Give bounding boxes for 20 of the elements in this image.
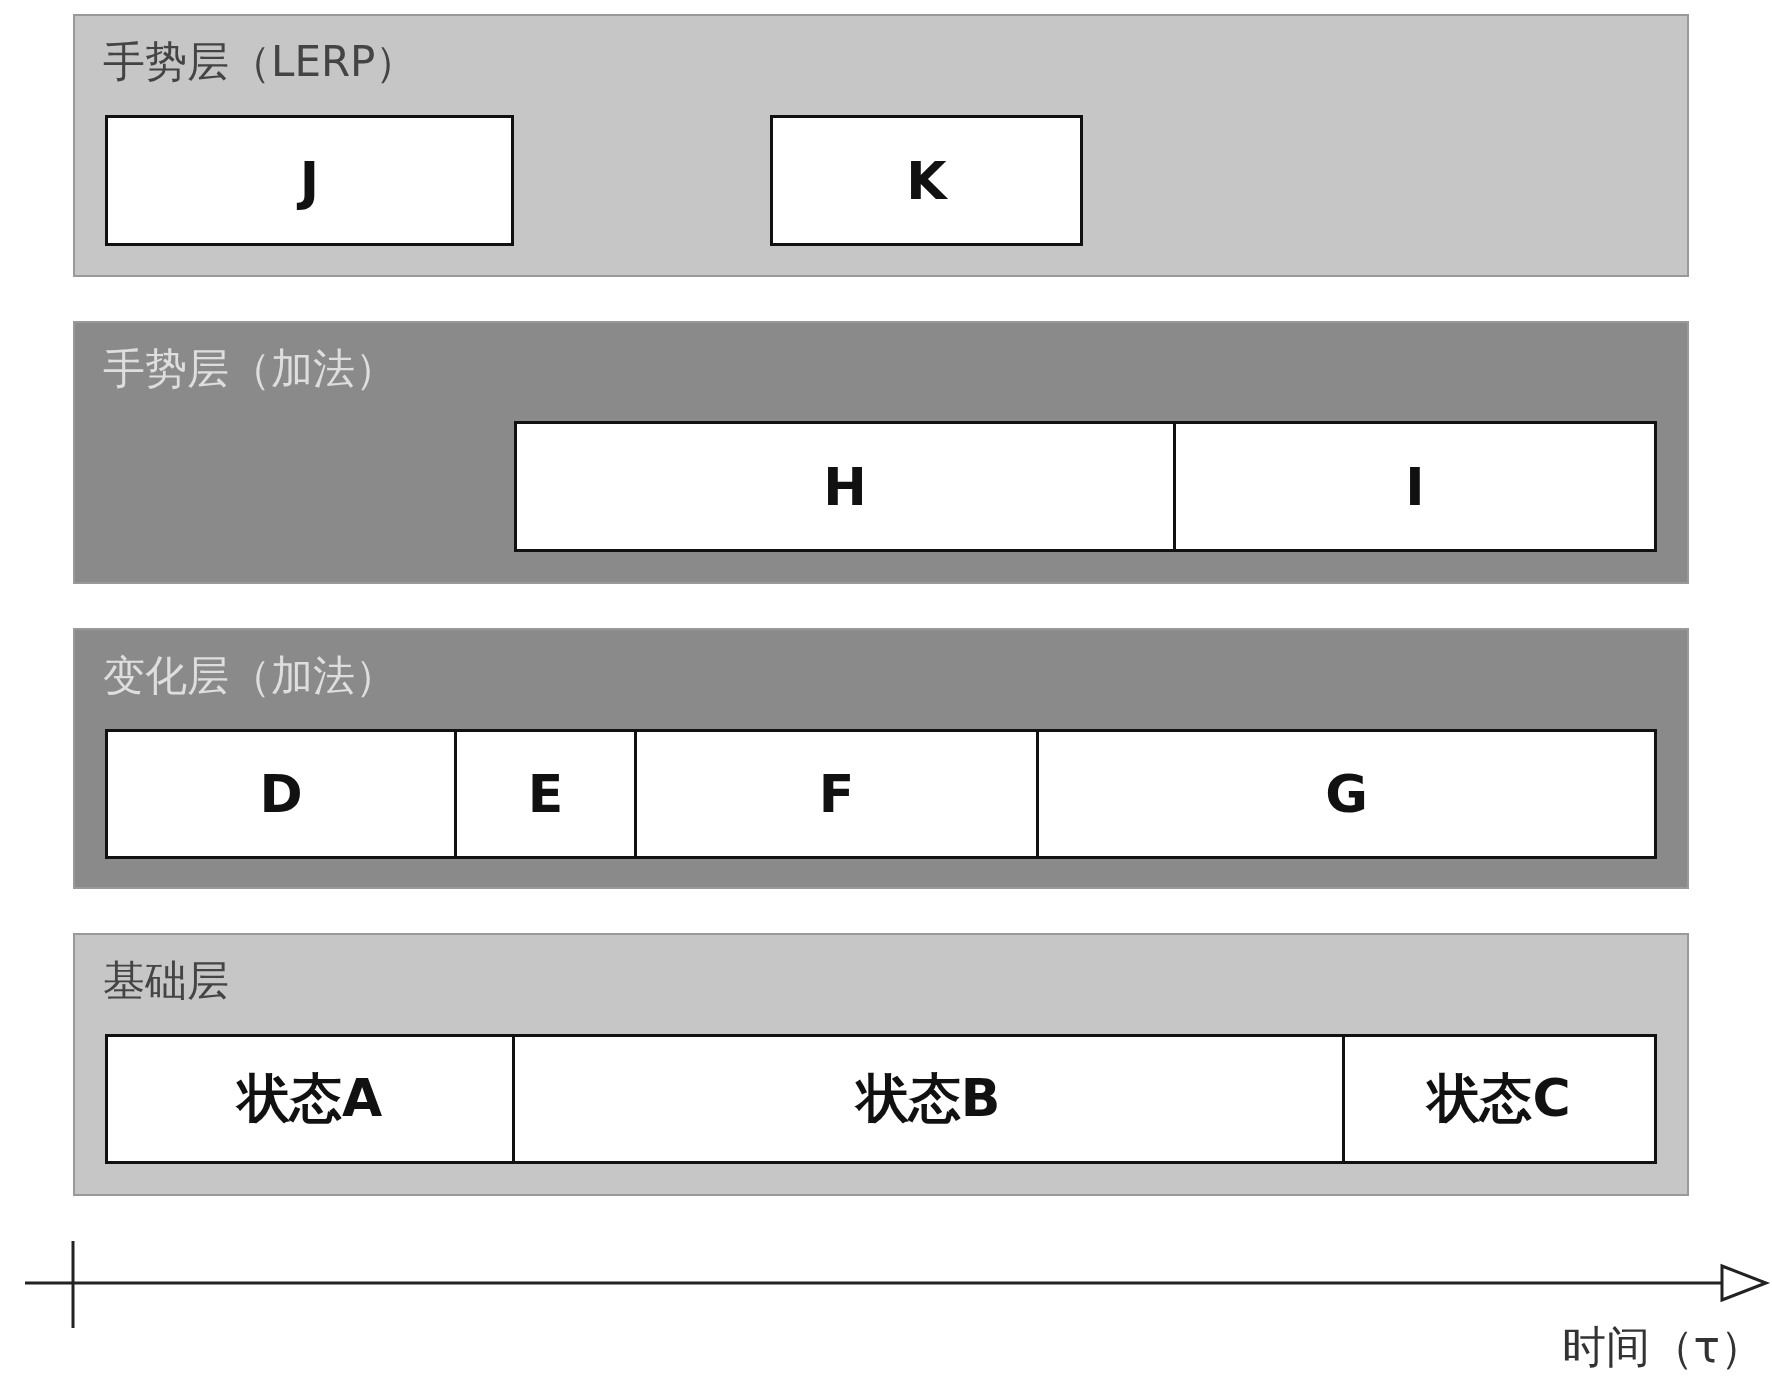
segment-box: G <box>1036 729 1657 859</box>
segment-box: H <box>514 421 1176 552</box>
segment-box: F <box>634 729 1039 859</box>
segment-box: D <box>105 729 457 859</box>
axis-label: 时间（τ） <box>1561 1320 1764 1374</box>
layer-title: 手势层（加法） <box>103 343 397 395</box>
layer-band <box>73 321 1689 584</box>
segment-box: J <box>105 115 514 246</box>
layer-band <box>73 628 1689 889</box>
segment-box: 状态C <box>1342 1034 1657 1164</box>
segment-box: E <box>454 729 637 859</box>
segment-box: 状态A <box>105 1034 515 1164</box>
layer-title: 变化层（加法） <box>103 650 397 702</box>
layer-band <box>73 14 1689 277</box>
segment-box: 状态B <box>512 1034 1345 1164</box>
layer-title: 手势层（LERP） <box>103 36 418 88</box>
layer-band <box>73 933 1689 1196</box>
segment-box: K <box>770 115 1083 246</box>
layer-title: 基础层 <box>103 955 229 1007</box>
segment-box: I <box>1173 421 1657 552</box>
